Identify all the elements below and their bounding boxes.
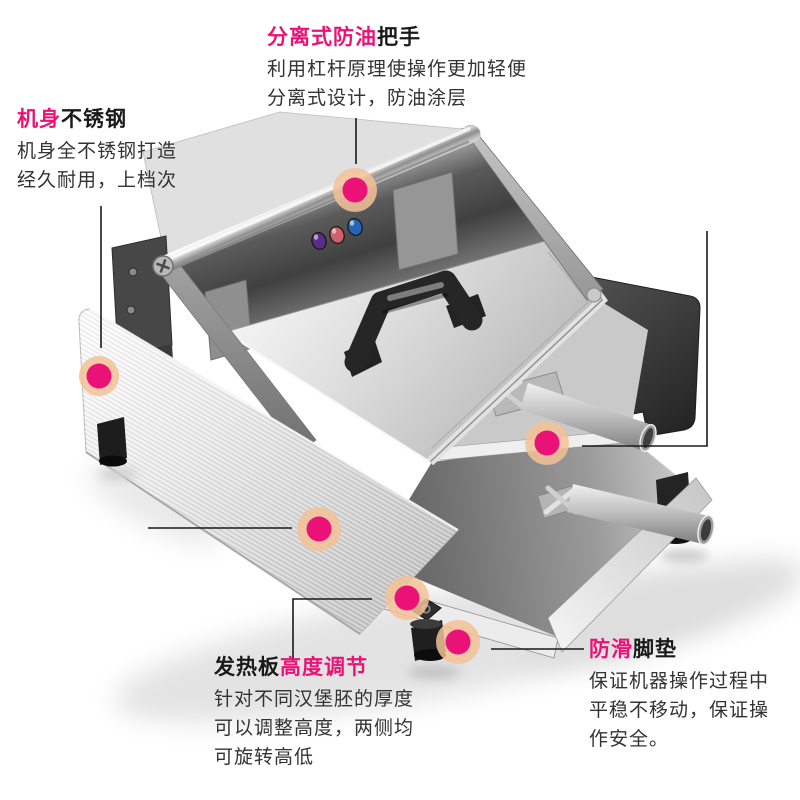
callout-heating-plate-title-rest: 发热板 [214, 655, 280, 679]
callout-description-line: 保证机器操作过程中 [589, 670, 770, 692]
callout-feet: 防滑脚垫 保证机器操作过程中 平稳不移动，保证操 作安全。 [589, 636, 769, 754]
control-face [166, 133, 558, 334]
callout-heating-plate: 发热板高度调节 针对不同汉堡胚的厚度 可以调整高度，两侧均 可旋转高低 [214, 654, 414, 772]
lever-handle-bar [154, 125, 481, 274]
callout-description-line: 作安全。 [589, 728, 670, 750]
feature-dot-body [79, 356, 119, 396]
feature-dot-heating-plate [385, 576, 429, 620]
callout-body-title-highlight: 机身 [17, 107, 61, 131]
side-panel-left [78, 308, 459, 635]
callout-description-line: 利用杠杆原理使操作更加轻便 [267, 58, 528, 80]
callout-description-line: 可以调整高度，两侧均 [214, 717, 415, 739]
machine-foot-center [408, 619, 460, 679]
tray-handle-tube-upper [520, 383, 657, 453]
lever-handle [152, 125, 604, 455]
callout-body: 机身不锈钢 机身全不锈钢打造 经久耐用，上档次 [17, 106, 177, 195]
feature-dots [79, 168, 569, 664]
callout-handle: 分离式防油把手 利用杠杆原理使操作更加轻便 分离式设计，防油涂层 [267, 24, 527, 113]
callout-handle-title-rest: 把手 [377, 25, 421, 49]
callout-handle-title-highlight: 分离式防油 [267, 25, 377, 49]
indicator-lights [311, 218, 363, 250]
callout-description-line: 针对不同汉堡胚的厚度 [214, 688, 415, 710]
feature-dot-handle [333, 168, 377, 212]
rear-bracket [392, 171, 459, 271]
callout-body-title: 机身不锈钢 [17, 106, 177, 132]
feature-dot-tray [525, 421, 569, 465]
callout-line-tray [582, 231, 708, 447]
callout-description-line: 可旋转高低 [214, 746, 315, 768]
lid-handle [344, 270, 486, 377]
callout-description-line: 机身全不锈钢打造 [17, 140, 178, 162]
callout-feet-title-rest: 脚垫 [633, 637, 677, 661]
pivot-cap-screw [152, 255, 174, 277]
callout-description-line: 分离式设计，防油涂层 [267, 87, 468, 109]
lower-heating-plate [372, 436, 704, 638]
callout-body-title-rest: 不锈钢 [61, 107, 127, 131]
tray-handle-tube-lower [537, 484, 715, 546]
callout-handle-title: 分离式防油把手 [267, 24, 527, 50]
callout-lines [100, 118, 708, 662]
callout-line-heating-plate [292, 598, 372, 662]
callout-feet-title-highlight: 防滑 [589, 637, 633, 661]
upper-tray [432, 302, 657, 461]
callout-heating-plate-title-highlight: 高度调节 [280, 655, 368, 679]
feature-dot-feet [436, 620, 480, 664]
callout-heating-plate-title: 发热板高度调节 [214, 654, 414, 680]
callout-feet-title: 防滑脚垫 [589, 636, 769, 662]
upper-housing [111, 111, 558, 442]
feature-dot-panel [297, 507, 341, 551]
callout-description-line: 平稳不移动，保证操 [589, 699, 770, 721]
machine-foot-left [97, 417, 138, 480]
callout-description-line: 经久耐用，上档次 [17, 169, 178, 191]
